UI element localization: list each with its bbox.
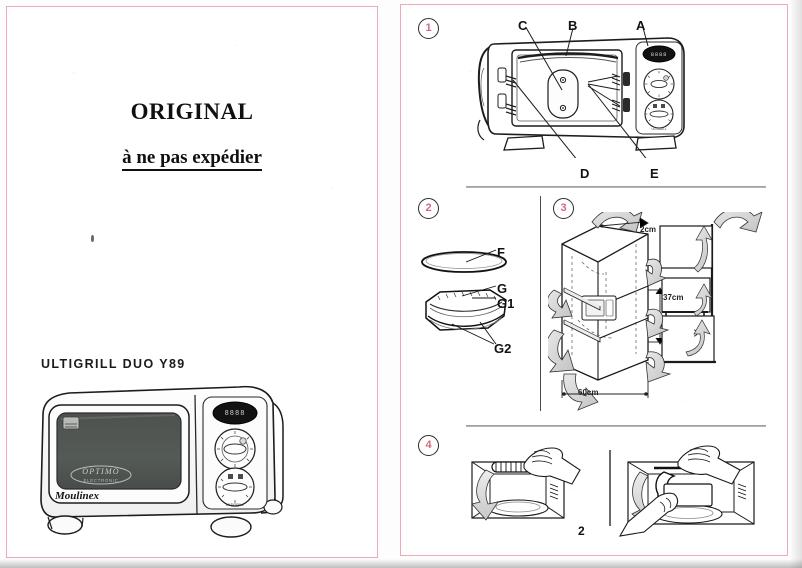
svg-text:ULTIGRILL: ULTIGRILL <box>226 503 244 507</box>
section-2-turntable-figure <box>421 249 507 345</box>
page-title: ORIGINAL <box>130 99 254 124</box>
callout-label-d: D <box>580 166 590 181</box>
oven-product-illustration: OPTIMO ELECTRONIC Moulinex 8888 <box>40 385 284 538</box>
scan-speck <box>91 235 94 242</box>
page-subtitle: à ne pas expédier <box>7 147 377 171</box>
svg-text:ULTIGRILL: ULTIGRILL <box>652 127 667 131</box>
section-divider-2 <box>466 425 766 427</box>
dimension-label-top: 2cm <box>640 225 657 234</box>
svg-text:8888: 8888 <box>225 410 246 418</box>
left-document-panel: ORIGINAL à ne pas expédier ULTIGRILL DUO… <box>6 6 378 558</box>
section-1-oven-open-figure: 8888 ULTIGRILL <box>477 28 685 158</box>
dimension-label-depth: 60cm <box>578 388 599 397</box>
section-2-3-divider <box>540 196 542 411</box>
scan-edge-shadow-bottom <box>0 559 802 568</box>
callout-label-a: A <box>636 18 646 33</box>
svg-text:ELECTRONIC: ELECTRONIC <box>83 478 118 483</box>
section-4-grill-handling-figure <box>471 445 755 537</box>
brand-wordmark: Moulinex <box>54 490 100 502</box>
model-name-label: ULTIGRILL DUO Y89 <box>41 357 186 371</box>
svg-text:OPTIMO: OPTIMO <box>82 467 119 476</box>
section-number-4: 4 <box>418 435 439 456</box>
callout-label-c: C <box>518 18 528 33</box>
callout-label-g1: G1 <box>497 296 515 311</box>
section-number-1: 1 <box>418 18 439 39</box>
callout-label-e: E <box>650 166 659 181</box>
callout-label-f: F <box>497 245 505 260</box>
callout-label-g2: G2 <box>494 341 512 356</box>
callout-label-b: B <box>568 18 578 33</box>
page-subtitle-text: à ne pas expédier <box>122 147 262 171</box>
dimension-label-height: 37cm <box>663 293 684 302</box>
section-number-3: 3 <box>553 198 574 219</box>
section-divider-1 <box>466 186 766 188</box>
section-number-2: 2 <box>418 198 439 219</box>
step-number-label-2: 2 <box>578 524 585 538</box>
section-3-installation-figure <box>548 212 763 411</box>
svg-text:8888: 8888 <box>651 51 667 58</box>
callout-label-g: G <box>497 281 508 296</box>
scan-edge-shadow-right <box>790 0 802 568</box>
door-badge-optimo: OPTIMO ELECTRONIC <box>70 465 132 485</box>
